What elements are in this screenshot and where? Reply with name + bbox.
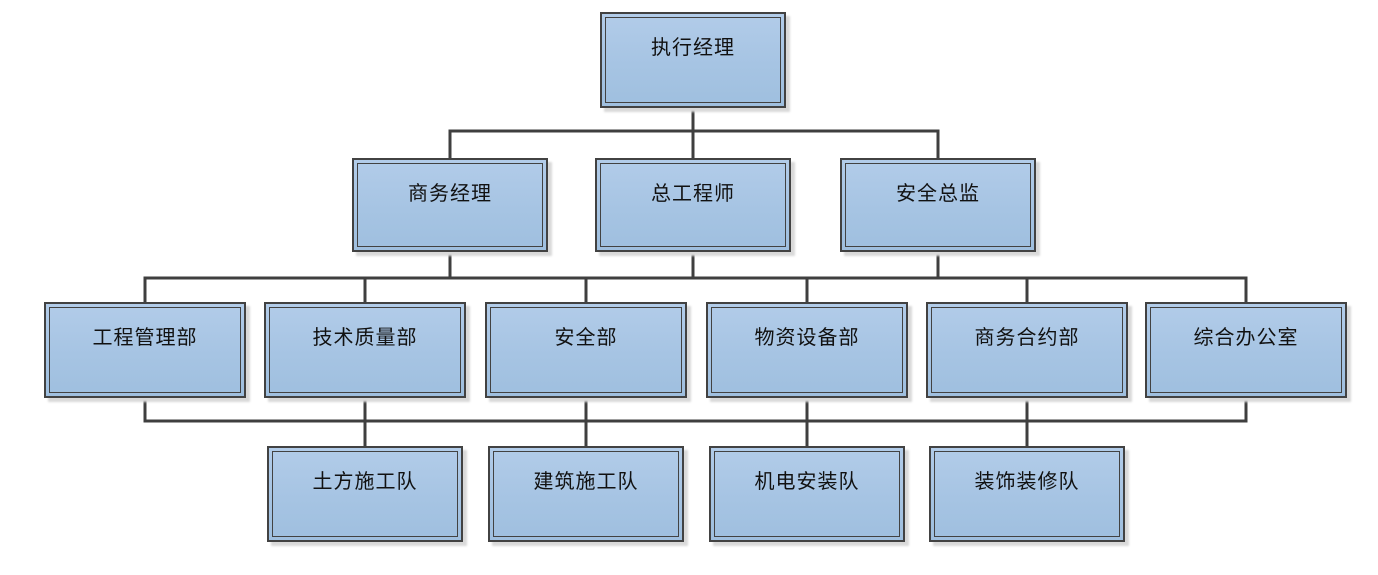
node-inner-frame: 执行经理: [605, 17, 781, 103]
node-safety-director: 安全总监: [840, 158, 1036, 252]
node-inner-frame: 综合办公室: [1150, 307, 1342, 393]
node-safety-dept: 安全部: [485, 302, 687, 398]
node-building-construction-team: 建筑施工队: [488, 446, 684, 542]
node-label: 装饰装修队: [974, 469, 1080, 493]
node-earthwork-construction-team: 土方施工队: [267, 446, 463, 542]
node-inner-frame: 建筑施工队: [493, 451, 679, 537]
node-chief-engineer: 总工程师: [595, 158, 791, 252]
node-inner-frame: 商务经理: [357, 163, 543, 247]
node-inner-frame: 技术质量部: [269, 307, 461, 393]
connector-level1-to-level2: [448, 108, 940, 158]
node-engineering-management-dept: 工程管理部: [44, 302, 246, 398]
node-label: 建筑施工队: [533, 469, 639, 493]
node-label: 安全部: [554, 325, 618, 349]
node-label: 土方施工队: [312, 469, 418, 493]
node-business-manager: 商务经理: [352, 158, 548, 252]
node-inner-frame: 土方施工队: [272, 451, 458, 537]
node-inner-frame: 工程管理部: [49, 307, 241, 393]
node-decoration-team: 装饰装修队: [929, 446, 1125, 542]
node-label: 工程管理部: [92, 325, 198, 349]
node-executive-manager: 执行经理: [600, 12, 786, 108]
node-materials-equipment-dept: 物资设备部: [706, 302, 908, 398]
node-inner-frame: 安全总监: [845, 163, 1031, 247]
node-label: 技术质量部: [312, 325, 418, 349]
node-label: 商务合约部: [974, 325, 1080, 349]
node-inner-frame: 物资设备部: [711, 307, 903, 393]
node-label: 机电安装队: [754, 469, 860, 493]
connector-level2-to-level3: [143, 252, 1248, 302]
node-label: 安全总监: [896, 181, 980, 205]
node-label: 商务经理: [408, 181, 492, 205]
connector-level3-to-level4: [143, 398, 1248, 446]
node-label: 执行经理: [651, 35, 735, 59]
node-technical-quality-dept: 技术质量部: [264, 302, 466, 398]
node-inner-frame: 商务合约部: [931, 307, 1123, 393]
node-inner-frame: 机电安装队: [714, 451, 900, 537]
node-label: 总工程师: [651, 181, 735, 205]
node-general-office: 综合办公室: [1145, 302, 1347, 398]
node-inner-frame: 安全部: [490, 307, 682, 393]
node-mechanical-electrical-installation-team: 机电安装队: [709, 446, 905, 542]
node-label: 综合办公室: [1193, 325, 1299, 349]
node-label: 物资设备部: [754, 325, 860, 349]
node-inner-frame: 装饰装修队: [934, 451, 1120, 537]
node-inner-frame: 总工程师: [600, 163, 786, 247]
node-business-contract-dept: 商务合约部: [926, 302, 1128, 398]
